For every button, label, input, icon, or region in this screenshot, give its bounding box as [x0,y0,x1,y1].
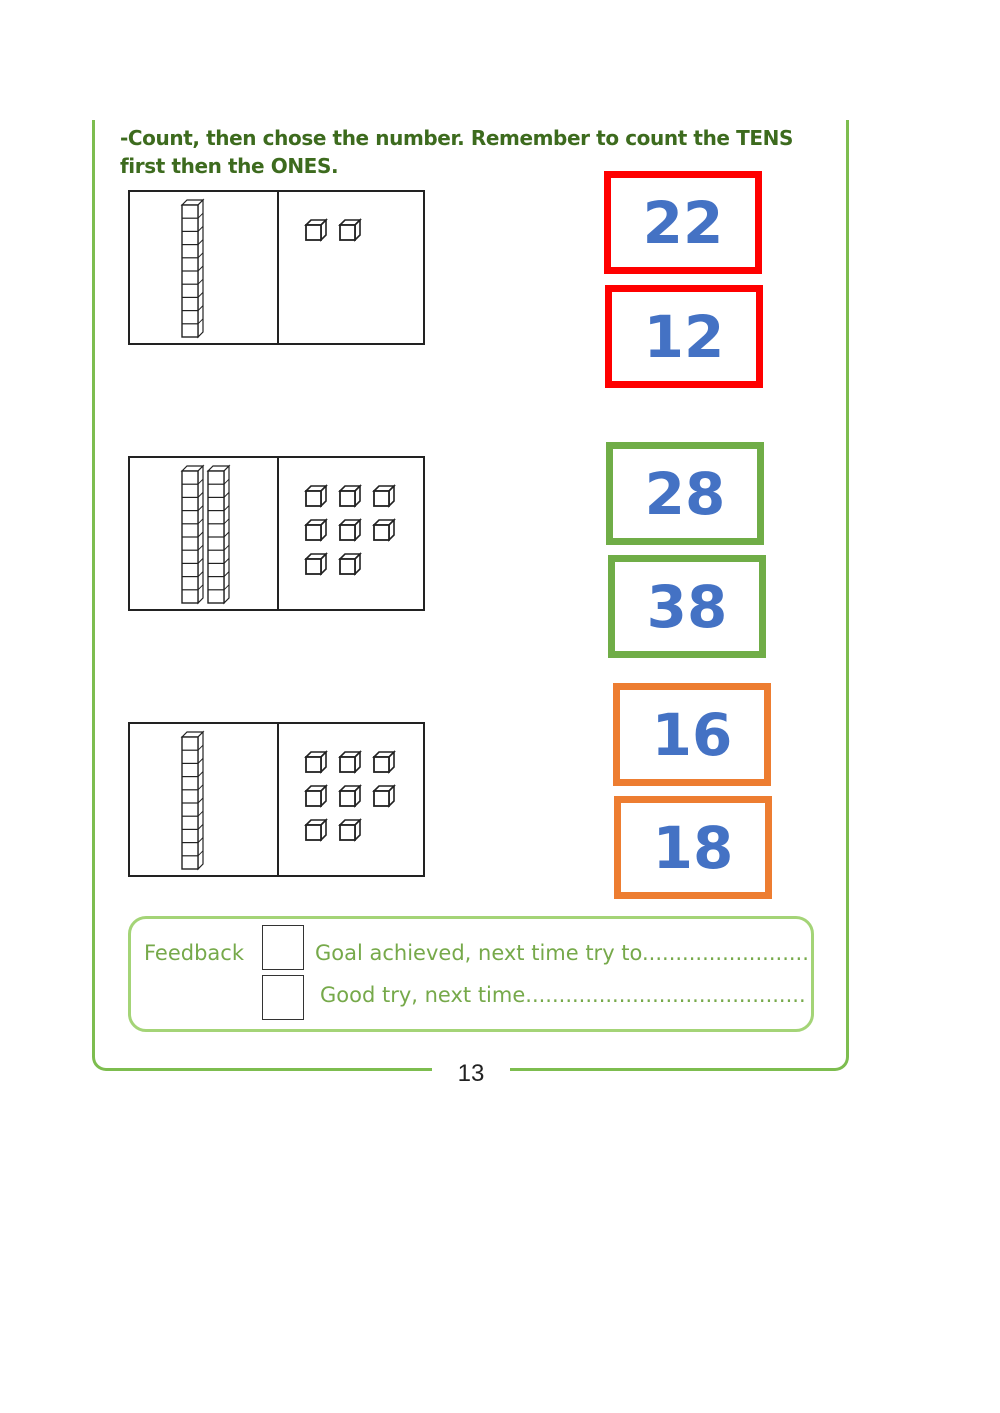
ones-cube [338,818,362,842]
base-ten-panel-2 [128,456,425,611]
good-try-checkbox[interactable] [262,975,304,1020]
answer-option-12[interactable]: 12 [605,285,763,388]
feedback-good-try-text: Good try, next time.....................… [320,983,806,1007]
feedback-label: Feedback [144,941,245,965]
panel-divider [277,724,279,875]
base-ten-panel-3 [128,722,425,877]
answer-label: 28 [644,459,726,528]
page-number: 13 [432,1058,510,1090]
ones-cube [338,518,362,542]
base-ten-blocks-1 [180,198,362,339]
goal-achieved-checkbox[interactable] [262,925,304,970]
feedback-goal-achieved-text: Goal achieved, next time try to.........… [315,941,809,965]
answer-label: 38 [646,572,728,641]
feedback-box [128,916,814,1032]
ones-cube [304,818,328,842]
answer-label: 12 [643,302,725,371]
panel-divider [277,458,279,609]
ones-cube [372,750,396,774]
ones-cube [304,784,328,808]
answer-option-16[interactable]: 16 [613,683,771,786]
answer-label: 16 [651,700,733,769]
answer-label: 18 [652,813,734,882]
ones-cube [338,750,362,774]
ones-cube [304,552,328,576]
ones-cube [338,552,362,576]
answer-option-18[interactable]: 18 [614,796,772,899]
tens-rod [180,198,205,339]
tens-rod [206,464,231,605]
base-ten-blocks-2 [180,464,396,605]
answer-option-28[interactable]: 28 [606,442,764,545]
panel-divider [277,192,279,343]
answer-option-22[interactable]: 22 [604,171,762,274]
base-ten-blocks-3 [180,730,396,871]
ones-cube [338,784,362,808]
ones-cube [304,484,328,508]
ones-cube [304,218,328,242]
ones-cube [372,784,396,808]
answer-option-38[interactable]: 38 [608,555,766,658]
tens-rod [180,730,205,871]
tens-rod [180,464,205,605]
ones-cube [372,518,396,542]
instructions: -Count, then chose the number. Remember … [120,126,793,178]
answer-label: 22 [642,188,724,257]
base-ten-panel-1 [128,190,425,345]
ones-cube [372,484,396,508]
ones-cube [338,218,362,242]
ones-cube [304,750,328,774]
ones-cube [304,518,328,542]
ones-cube [338,484,362,508]
